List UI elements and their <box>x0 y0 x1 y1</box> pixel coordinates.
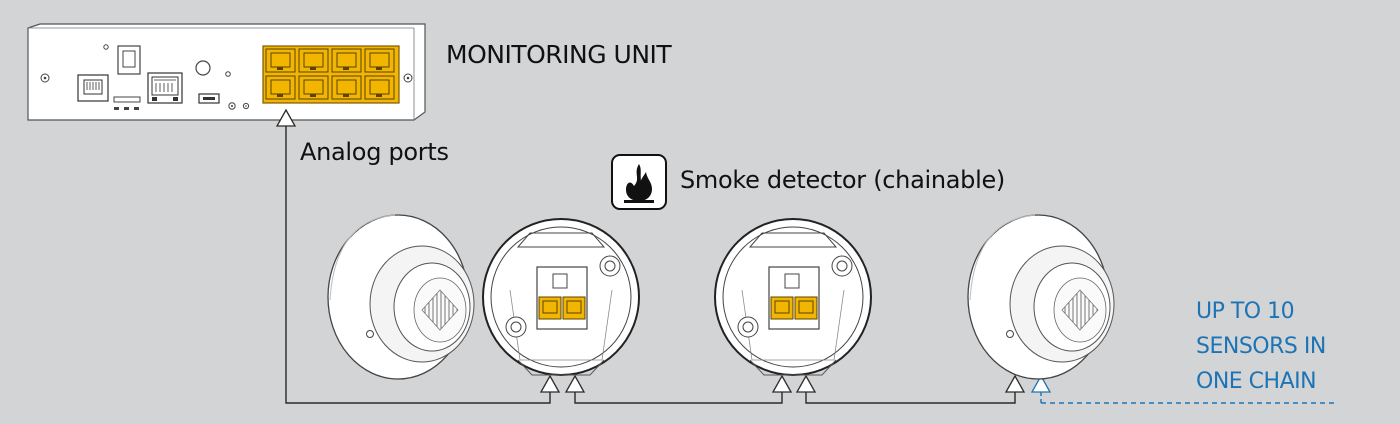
connector-triangle-icon <box>275 108 297 127</box>
connector-triangle-icon <box>539 374 561 393</box>
led-indicators <box>113 96 141 110</box>
analog-port-icon <box>331 75 362 100</box>
analog-ports-label: Analog ports <box>300 138 449 166</box>
smoke-detector-front <box>967 214 1115 380</box>
chain-note-line: UP TO 10 <box>1196 299 1295 324</box>
analog-port-icon <box>265 48 296 73</box>
connector-triangle-icon <box>564 374 586 393</box>
reset-button-icon <box>195 60 211 76</box>
smoke-detector-front <box>327 214 475 380</box>
sim-slot-icon <box>117 45 141 75</box>
rj11-jack-icon <box>77 74 109 102</box>
chain-note-line: ONE CHAIN <box>1196 369 1317 394</box>
chain-note-line: SENSORS IN <box>1196 334 1326 359</box>
smoke-detector-base <box>714 218 872 376</box>
analog-port-icon <box>298 48 329 73</box>
analog-port-icon <box>364 75 395 100</box>
fire-icon <box>611 154 667 210</box>
rj-jack-pair-icon <box>770 296 818 320</box>
smoke-detector-label: Smoke detector (chainable) <box>680 166 1005 194</box>
analog-port-icon <box>364 48 395 73</box>
connector-triangle-icon <box>795 374 817 393</box>
usb-port-icon <box>198 93 220 104</box>
analog-port-icon <box>298 75 329 100</box>
chain-capacity-note: UP TO 10 SENSORS IN ONE CHAIN <box>1196 294 1326 399</box>
analog-port-icon <box>331 48 362 73</box>
ethernet-jack-icon <box>147 72 183 104</box>
monitoring-unit-title: MONITORING UNIT <box>446 40 672 69</box>
monitoring-unit <box>27 23 426 121</box>
connector-triangle-icon <box>1030 374 1052 393</box>
analog-port-icon <box>265 75 296 100</box>
connector-triangle-icon <box>1004 374 1026 393</box>
smoke-detector-base <box>482 218 640 376</box>
chain-wires <box>285 126 1016 404</box>
analog-ports-block <box>262 45 400 104</box>
connector-triangle-icon <box>771 374 793 393</box>
rj-jack-pair-icon <box>538 296 586 320</box>
